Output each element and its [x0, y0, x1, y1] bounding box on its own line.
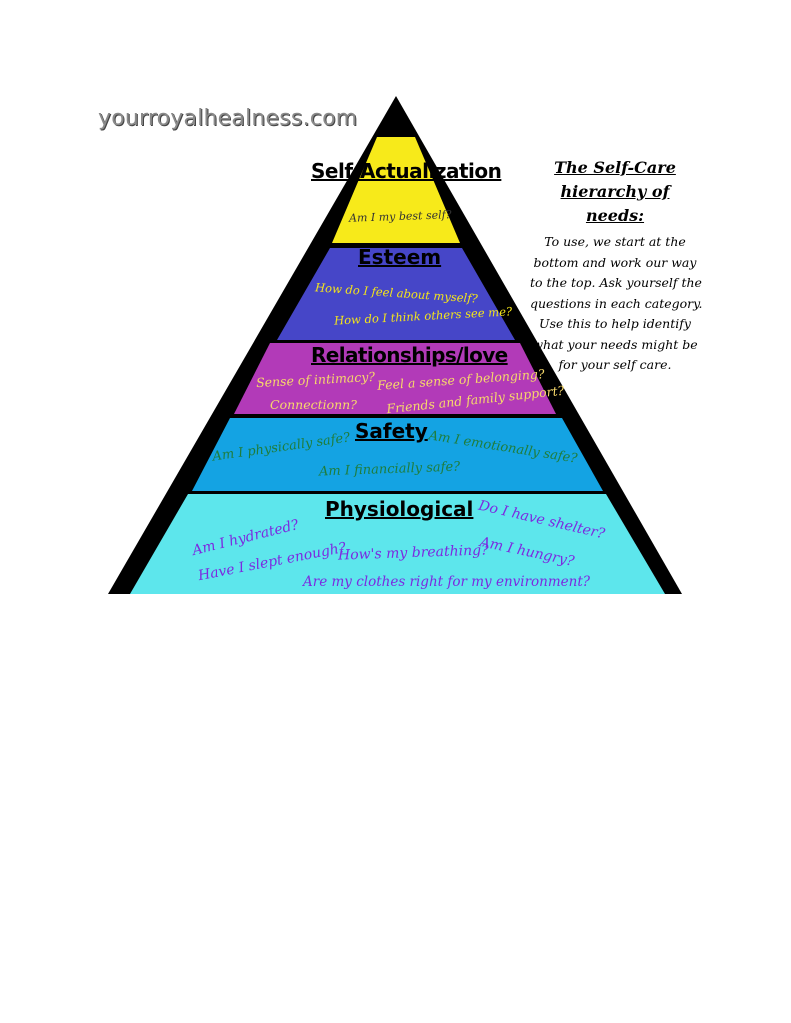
question-connection: Connectionn?: [270, 397, 357, 412]
side-note-title-line1: The Self-Care: [554, 158, 676, 177]
level-relationships-heading: Relationships/love: [311, 343, 508, 367]
level-physiological-band: [130, 494, 665, 594]
side-note-title-line2: hierarchy of needs:: [560, 182, 670, 225]
level-esteem-heading: Esteem: [358, 245, 442, 269]
level-self-actualization-heading: Self-Actualization: [311, 159, 502, 183]
level-esteem-band: [277, 248, 515, 340]
side-note-line: what your needs might be: [532, 336, 698, 352]
question-clothes: Are my clothes right for my environment?: [303, 574, 591, 590]
side-note-line: To use, we start at the: [544, 234, 686, 249]
level-self-actualization-band: [332, 137, 460, 243]
side-note-line: bottom and work our way: [533, 254, 697, 270]
side-note-line: for your self care.: [558, 357, 672, 372]
level-physiological-heading: Physiological: [325, 497, 474, 521]
side-note-line: questions in each category.: [530, 295, 703, 311]
side-note: The Self-Care hierarchy of needs: To use…: [530, 156, 703, 376]
site-watermark: yourroyalhealness.com: [98, 106, 358, 131]
side-note-line: to the top. Ask yourself the: [530, 275, 702, 290]
side-note-line: Use this to help identify: [539, 316, 691, 331]
level-safety-band: [192, 418, 603, 491]
level-relationships-band: [234, 343, 556, 414]
level-safety-heading: Safety: [355, 419, 428, 443]
